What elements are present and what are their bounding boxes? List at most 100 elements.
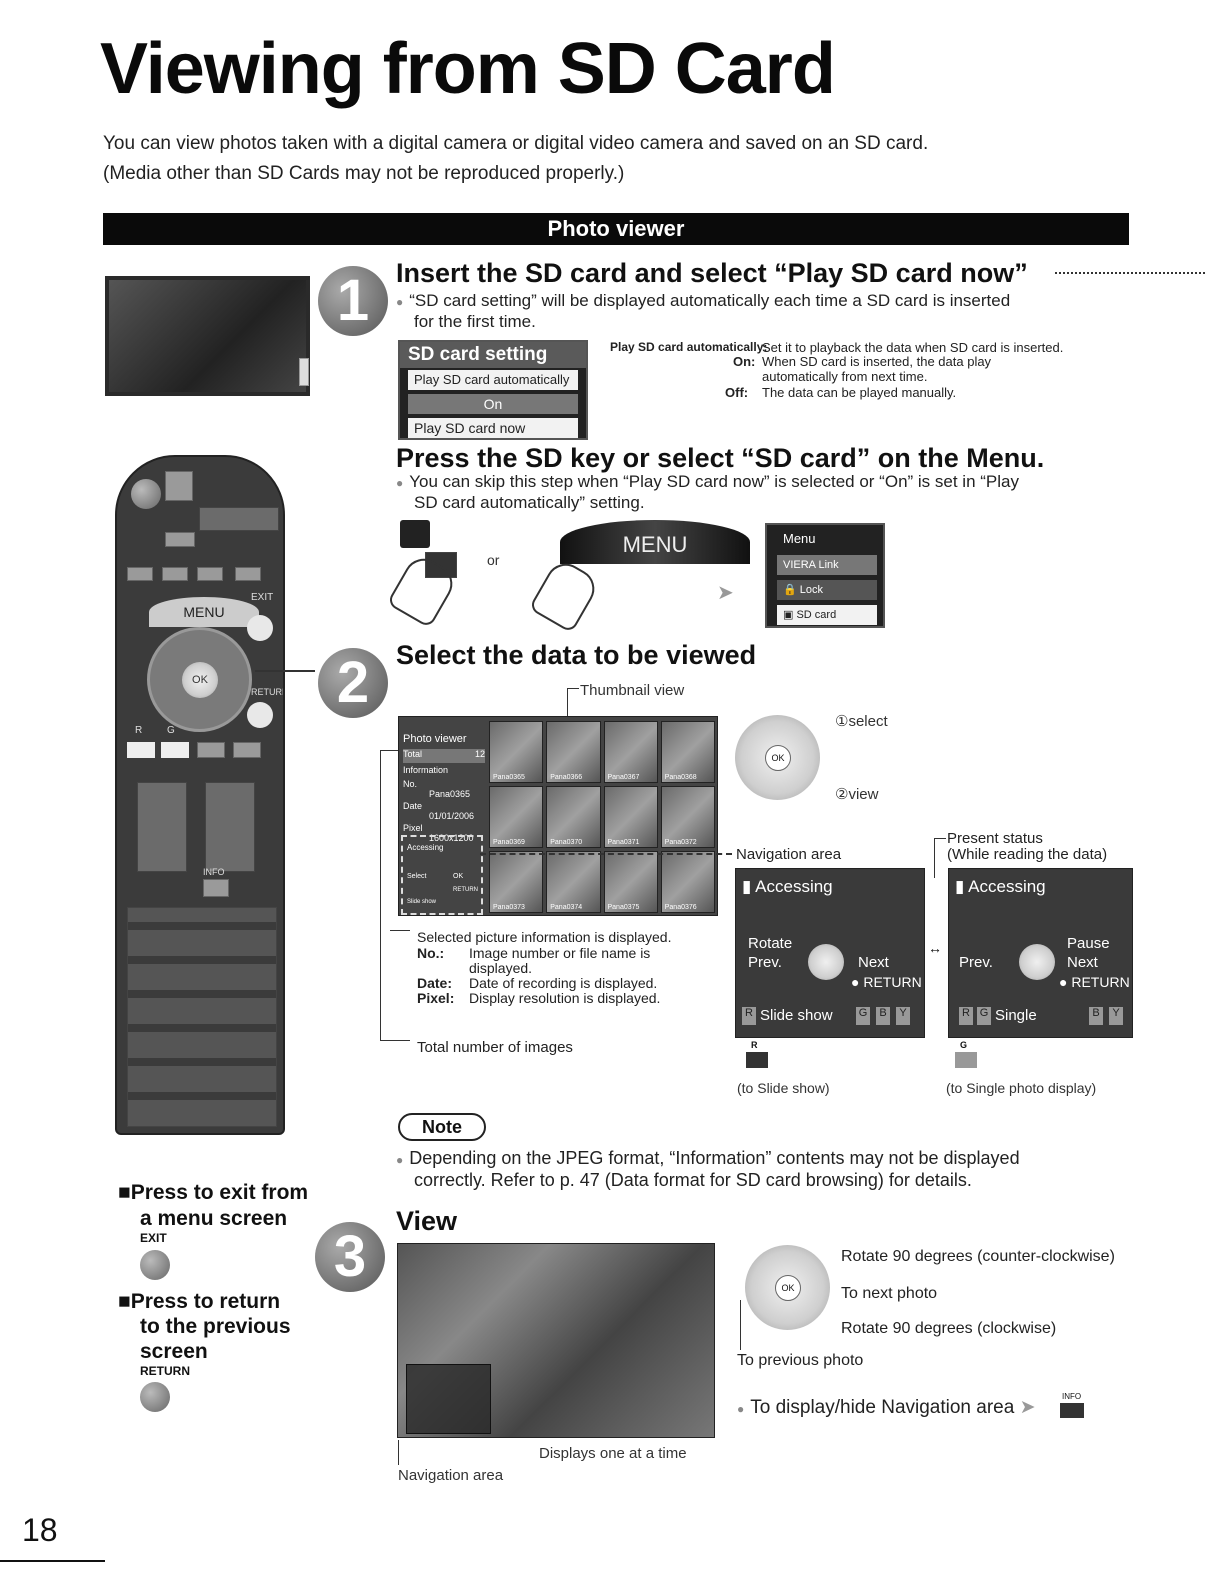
thumbnail[interactable]: Pana0375 (603, 851, 658, 913)
sd-key-icon[interactable] (425, 552, 457, 578)
nav-key-y: Y (1109, 1007, 1123, 1025)
nav-slide-show: Slide show (760, 1007, 833, 1024)
thumbnail[interactable]: Pana0374 (546, 851, 601, 913)
arrow-icon: ➤ (717, 582, 734, 604)
step-2-heading: Select the data to be viewed (396, 640, 757, 670)
b-key[interactable] (197, 742, 225, 758)
sd-key[interactable] (131, 479, 161, 509)
menu-item-lock[interactable]: 🔒 Lock (777, 580, 877, 600)
thumbnail-label: Pana0371 (607, 839, 640, 846)
nav-panel-slideshow: ▮ Accessing Rotate Prev. Next ● RETURN R… (735, 868, 925, 1038)
date-text: Date of recording is displayed. (469, 975, 658, 991)
g-key[interactable] (161, 742, 189, 758)
r-key-icon[interactable] (746, 1052, 768, 1068)
play-auto-desc: Set it to playback the data when SD card… (762, 340, 1064, 355)
volume-rocker[interactable] (137, 782, 187, 872)
leader-line (398, 1440, 399, 1465)
menu-key-illustration[interactable]: MENU (560, 520, 750, 564)
thumbnail[interactable]: Pana0372 (660, 786, 715, 848)
r-label: R (135, 725, 143, 736)
off-desc: The data can be played manually. (762, 385, 957, 400)
leader-line (934, 838, 946, 839)
remote-button-row[interactable] (199, 507, 279, 531)
main-menu-screen: Menu VIERA Link 🔒 Lock ▣ SD card (765, 523, 885, 628)
ok-key[interactable]: OK (182, 662, 218, 698)
menu-item-viera-link[interactable]: VIERA Link (777, 555, 877, 575)
exit-key[interactable] (247, 615, 273, 641)
thumbnail-grid: Pana0365 Pana0366 Pana0367 Pana0368 Pana… (489, 721, 715, 913)
nav-accessing: Accessing (407, 843, 444, 852)
info-key[interactable] (203, 879, 229, 897)
on-label: On: (733, 354, 756, 369)
menu-item-play-auto[interactable]: Play SD card automatically (408, 370, 578, 390)
no-text-2: displayed. (469, 960, 533, 976)
r-key[interactable] (127, 742, 155, 758)
ok-pad-illustration[interactable]: OK (735, 715, 820, 800)
thumbnail-label: Pana0374 (550, 904, 583, 911)
step-1-heading: Insert the SD card and select “Play SD c… (396, 258, 1028, 288)
nav-key-r: R (742, 1007, 756, 1025)
thumbnail[interactable]: Pana0367 (603, 721, 658, 783)
g-key-icon[interactable] (955, 1052, 977, 1068)
nav-ok: OK (453, 873, 464, 880)
viewer-title: Photo viewer (403, 733, 467, 745)
viewer-total: Total 12 (403, 749, 485, 763)
nav-next: Next (1067, 954, 1098, 971)
rotate-cw-label: Rotate 90 degrees (clockwise) (841, 1320, 1057, 1337)
square-bullet-icon: ■ (118, 1181, 131, 1204)
menu-title: SD card setting (400, 342, 586, 368)
thumbnail[interactable]: Pana0376 (660, 851, 715, 913)
exit-key-label: EXIT (140, 1231, 167, 1245)
ok-pad-illustration[interactable]: OK (745, 1245, 830, 1330)
menu-item-play-now[interactable]: Play SD card now (408, 418, 578, 438)
remote-button[interactable] (235, 567, 261, 581)
channel-rocker[interactable] (205, 782, 255, 872)
date-label: Date: (417, 975, 453, 991)
info-pixel-label: Pixel (403, 823, 423, 833)
remote-button[interactable] (162, 567, 188, 581)
nav-slide-show: Slide show (407, 899, 437, 905)
connector-line (255, 670, 315, 672)
ok-button-icon[interactable]: OK (765, 745, 791, 771)
intro-line-1: You can view photos taken with a digital… (103, 133, 929, 154)
thumbnail[interactable]: Pana0369 (489, 786, 544, 848)
return-label: RETURN (251, 687, 285, 697)
off-label: Off: (725, 385, 749, 400)
g-key-letter: G (960, 1040, 968, 1050)
return-key-icon[interactable] (140, 1382, 170, 1412)
thumbnail-label: Pana0370 (550, 839, 583, 846)
step-1-bullet-line-1: “SD card setting” will be displayed auto… (409, 291, 1011, 310)
step-1-badge: 1 (318, 266, 388, 336)
thumbnail[interactable]: Pana0370 (546, 786, 601, 848)
return-key[interactable] (247, 702, 273, 728)
square-bullet-icon: ■ (118, 1290, 131, 1313)
menu-item-sd-card[interactable]: ▣ SD card (777, 605, 877, 625)
remote-button[interactable] (197, 567, 223, 581)
or-text: or (487, 552, 500, 568)
info-key-icon[interactable] (1060, 1403, 1084, 1418)
ok-button-icon[interactable]: OK (775, 1275, 801, 1301)
tv-illustration (105, 276, 310, 396)
thumbnail[interactable]: Pana0365 (489, 721, 544, 783)
thumbnail[interactable]: Pana0368 (660, 721, 715, 783)
step-2a-bullet-line-1: You can skip this step when “Play SD car… (409, 472, 1019, 491)
direction-pad[interactable]: OK (147, 627, 252, 732)
thumbnail[interactable]: Pana0371 (603, 786, 658, 848)
menu-value-on[interactable]: On (408, 394, 578, 414)
y-key[interactable] (233, 742, 261, 758)
info-no-label: No. (403, 779, 418, 789)
exit-key-icon[interactable] (140, 1250, 170, 1280)
number-keypad[interactable] (127, 907, 277, 1127)
swap-arrow-icon: ↔ (928, 940, 942, 956)
leader-line (567, 688, 579, 689)
thumbnail-label: Pana0372 (664, 839, 697, 846)
menu-key[interactable]: MENU (149, 597, 259, 627)
sd-icon: ▣ (783, 609, 794, 621)
return-key-label: RETURN (140, 1364, 190, 1378)
thumbnail[interactable]: Pana0373 (489, 851, 544, 913)
thumbnail[interactable]: Pana0366 (546, 721, 601, 783)
remote-button[interactable] (165, 532, 195, 547)
footer-rule (0, 1560, 105, 1562)
remote-button[interactable] (127, 567, 153, 581)
bullet-icon: ● (396, 476, 404, 490)
